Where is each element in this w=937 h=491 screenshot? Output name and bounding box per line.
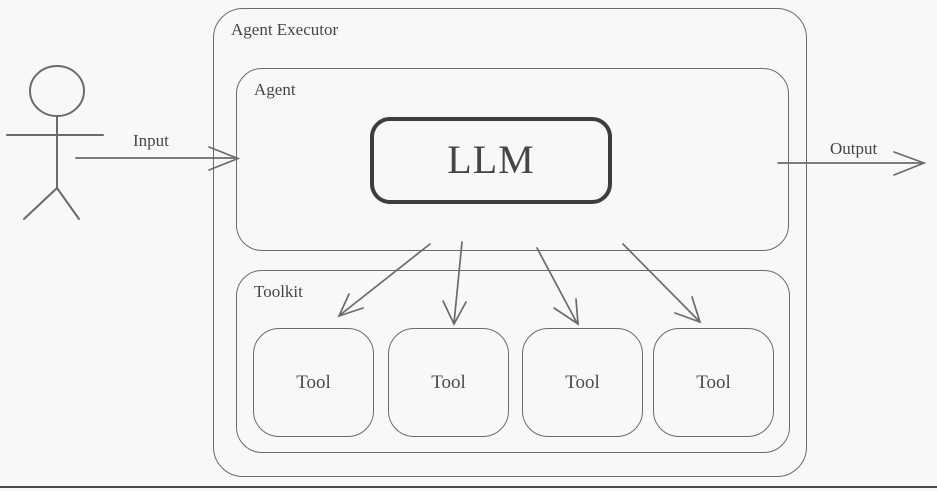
tool-box-3: Tool <box>522 328 643 437</box>
tool-label-4: Tool <box>696 371 731 393</box>
tool-label-1: Tool <box>296 371 331 393</box>
toolkit-label: Toolkit <box>254 282 303 301</box>
llm-box: LLM <box>370 117 612 204</box>
user-actor-icon <box>6 65 104 220</box>
tool-label-2: Tool <box>431 371 466 393</box>
agent-box: Agent LLM <box>236 68 789 251</box>
toolkit-box: Toolkit Tool Tool Tool Tool <box>236 270 790 453</box>
input-flow-label: Input <box>133 131 169 150</box>
agent-executor-label: Agent Executor <box>231 20 339 39</box>
agent-executor-box: Agent Executor Agent LLM Toolkit Tool To… <box>213 8 807 477</box>
llm-label: LLM <box>447 137 535 182</box>
tool-box-1: Tool <box>253 328 374 437</box>
tool-box-2: Tool <box>388 328 509 437</box>
tool-label-3: Tool <box>565 371 600 393</box>
tool-box-4: Tool <box>653 328 774 437</box>
output-flow-label: Output <box>830 139 878 158</box>
agent-label: Agent <box>254 80 296 99</box>
